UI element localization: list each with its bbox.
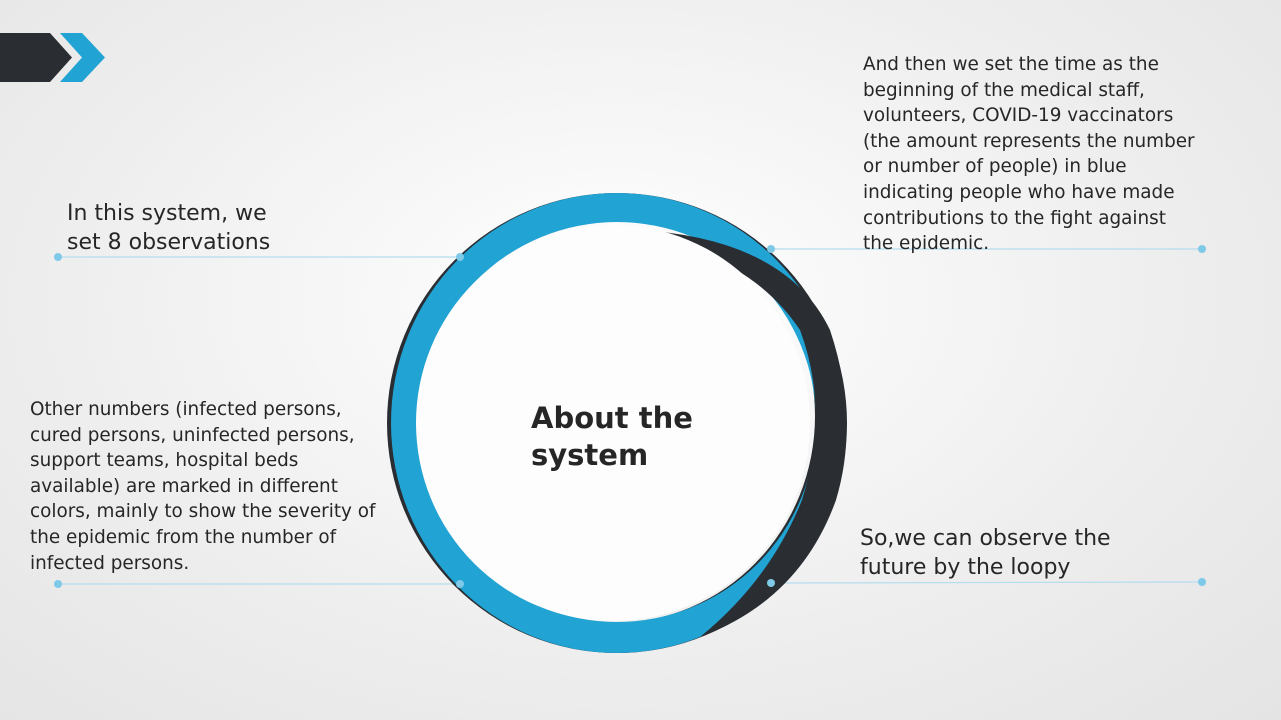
dot-bottom-left-inner — [456, 580, 464, 588]
slide-title: About the system — [531, 401, 693, 472]
dot-bottom-right-inner — [767, 579, 775, 587]
dot-bottom-left-outer — [54, 580, 62, 588]
observation-text-top-right: And then we set the time as the beginnin… — [863, 54, 1195, 255]
connector-lines — [58, 248, 1203, 585]
connector-bottom-right — [770, 581, 1203, 584]
dot-top-left-inner — [456, 253, 464, 261]
observation-text-bottom-right: So,we can observe the future by the loop… — [860, 526, 1111, 580]
dot-top-left-outer — [54, 253, 62, 261]
arrow-dark-bar — [0, 33, 72, 82]
arrow-blue-chevron — [60, 33, 105, 82]
observation-text-top-left: In this system, we set 8 observations — [67, 201, 271, 255]
chevron-arrow-icon — [0, 33, 105, 82]
loop-rings-icon — [387, 193, 847, 653]
ring-inner-disk — [416, 225, 810, 621]
dot-top-right-outer — [1198, 245, 1206, 253]
dot-top-right-inner — [767, 245, 775, 253]
dot-bottom-right-outer — [1198, 578, 1206, 586]
observation-text-bottom-left: Other numbers (infected persons, cured p… — [30, 399, 376, 574]
connector-dots — [54, 245, 1206, 588]
